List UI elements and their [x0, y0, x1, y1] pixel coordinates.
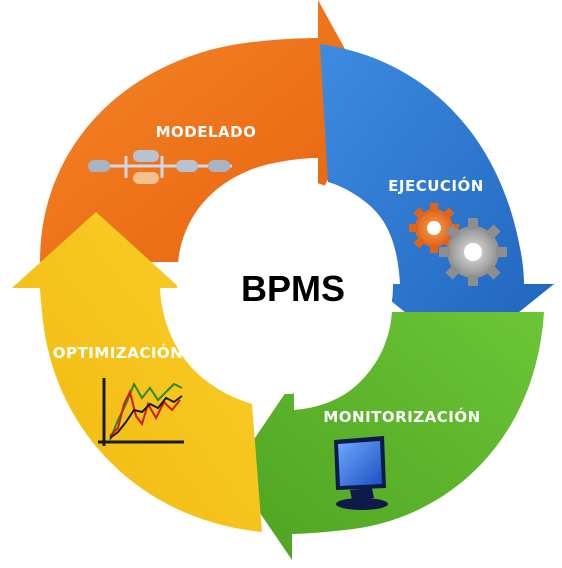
- stage-label-monitorizacion: MONITORIZACIÓN: [323, 407, 480, 426]
- stage-arrow-modelado: [40, 0, 372, 262]
- stage-label-modelado: MODELADO: [156, 123, 257, 141]
- stage-arrow-optimizacion: [12, 212, 262, 532]
- stage-arrow-monitorizacion: [232, 312, 544, 560]
- gears-icon: [409, 203, 507, 286]
- center-disc: [177, 178, 393, 394]
- stage-arrow-ejecucion: [320, 44, 554, 358]
- stage-label-optimizacion: OPTIMIZACIÓN: [53, 343, 183, 362]
- process-flow-icon: [88, 150, 232, 184]
- stage-label-ejecucion: EJECUCIÓN: [388, 176, 484, 195]
- center-label: BPMS: [241, 268, 345, 309]
- monitor-icon: [334, 436, 388, 510]
- line-chart-icon: [98, 378, 184, 446]
